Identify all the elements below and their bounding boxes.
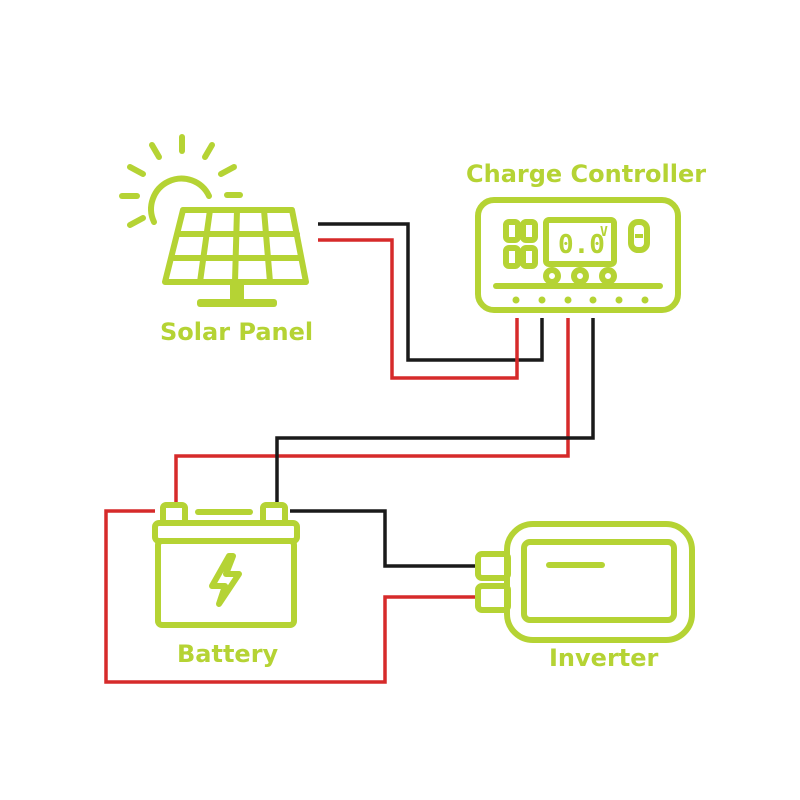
controller-battery-positive-wire bbox=[174, 318, 570, 505]
controller-display-unit: V bbox=[600, 225, 608, 240]
controller-display-reading: 0.0 bbox=[558, 230, 605, 260]
battery-inverter-negative-wire bbox=[290, 509, 478, 568]
battery-label: Battery bbox=[177, 640, 279, 668]
inverter-icon bbox=[475, 521, 695, 643]
solar-positive-wire bbox=[318, 238, 519, 380]
lightning-bolt-icon bbox=[209, 553, 242, 607]
sun-icon bbox=[119, 134, 243, 228]
battery-inverter-positive-wire bbox=[104, 509, 478, 684]
solar-panel-icon bbox=[162, 207, 309, 307]
solar-panel-label: Solar Panel bbox=[160, 318, 314, 346]
controller-battery-negative-wire bbox=[275, 318, 595, 505]
charge-controller-icon bbox=[475, 197, 681, 313]
charge-controller-label: Charge Controller bbox=[466, 160, 707, 188]
inverter-label: Inverter bbox=[549, 644, 659, 672]
battery-icon bbox=[152, 502, 300, 628]
solar-negative-wire bbox=[318, 222, 544, 362]
